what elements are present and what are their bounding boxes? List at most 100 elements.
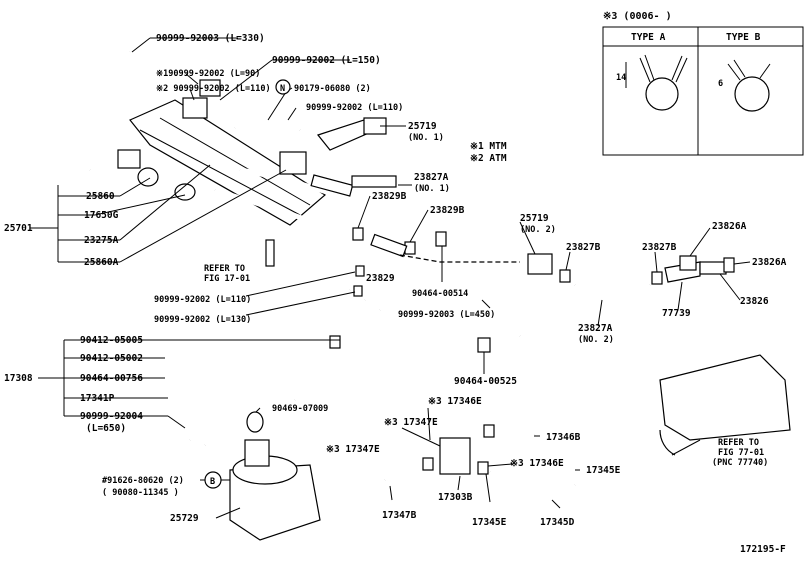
label-90999-92003-450: 90999-92003 (L=450) <box>398 310 495 320</box>
label-90999-92004: 90999-92004 <box>80 411 143 422</box>
label-90999-92002-110a: ※2 90999-92002 (L=110) <box>156 84 271 94</box>
clamp-23827b-2 <box>651 271 663 285</box>
valve-25719-no2 <box>527 253 553 275</box>
vsv-2 <box>199 79 221 97</box>
label-90999-92002-90: ※190999-92002 (L=90) <box>156 69 260 79</box>
label-17346e-a: ※3 17346E <box>428 396 482 407</box>
label-25719-no2-sub: (NO. 2) <box>520 225 556 235</box>
label-23826a-r: 23826A <box>752 257 787 268</box>
label-17341p: 17341P <box>80 393 115 404</box>
label-23827a-no2: 23827A <box>578 323 613 334</box>
label-17308: 17308 <box>4 373 33 384</box>
vsv-3 <box>279 151 307 175</box>
type-b-clamp-icon <box>734 76 770 112</box>
label-90999-92002-110b: 90999-92002 (L=110) <box>306 103 403 113</box>
refer-77-01-line2: FIG 77-01 <box>718 448 764 458</box>
note-atm: ※2 ATM <box>470 153 507 164</box>
label-90412-05002: 90412-05002 <box>80 353 143 364</box>
sensor-25860 <box>137 167 159 187</box>
label-25701: 25701 <box>4 223 33 234</box>
label-23826a: 23826A <box>712 221 747 232</box>
diagram-id: 172195-F <box>740 544 786 555</box>
hose-23827a-no1 <box>310 174 354 197</box>
clamp-23827b-1 <box>559 269 571 283</box>
label-17346b: 17346B <box>546 432 581 443</box>
callout-n-circle <box>275 79 291 95</box>
label-17346e-b: ※3 17346E <box>510 458 564 469</box>
label-90080-11345: ( 90080-11345 ) <box>102 488 179 498</box>
type-a-label: TYPE A <box>631 32 666 43</box>
label-23826: 23826 <box>740 296 769 307</box>
valve-17303b <box>439 437 471 475</box>
label-17650g: 17650G <box>84 210 119 221</box>
label-25860: 25860 <box>86 191 115 202</box>
refer-77-01-line3: (PNC 77740) <box>712 458 768 468</box>
label-90412-05005: 90412-05005 <box>80 335 143 346</box>
label-25729: 25729 <box>170 513 199 524</box>
label-90999-92002-150: 90999-92002 (L=150) <box>272 55 381 66</box>
label-90469-07009: 90469-07009 <box>272 404 328 414</box>
label-17345e-b: 17345E <box>472 517 507 528</box>
label-23829b-a: 23829B <box>372 191 407 202</box>
main-assembly <box>55 48 791 541</box>
label-17345d: 17345D <box>540 517 575 528</box>
clamp-23826a <box>723 257 735 273</box>
label-90999-92003-330: 90999-92003 (L=330) <box>156 33 265 44</box>
label-17345e-a: 17345E <box>586 465 621 476</box>
vsv-4 <box>117 149 141 169</box>
gasket-90469-07009 <box>246 411 264 433</box>
label-23275a: 23275A <box>84 235 119 246</box>
label-90464-00756: 90464-00756 <box>80 373 143 384</box>
label-25719-no2: 25719 <box>520 213 549 224</box>
label-90999-92002-130: 90999-92002 (L=130) <box>154 315 251 325</box>
label-23827a-no2-sub: (NO. 2) <box>578 335 614 345</box>
note-mtm: ※1 MTM <box>470 141 507 152</box>
label-23829: 23829 <box>366 273 395 284</box>
part-labels: 90999-92003 (L=330) 90999-92002 (L=150) … <box>4 33 787 555</box>
label-90464-00514: 90464-00514 <box>412 289 468 299</box>
label-91626-80620: #91626-80620 (2) <box>102 476 184 486</box>
label-90999-92002-110c: 90999-92002 (L=110) <box>154 295 251 305</box>
callout-n: N <box>280 84 285 94</box>
type-a-clamp-icon <box>645 77 679 111</box>
label-90464-00525: 90464-00525 <box>454 376 517 387</box>
label-23829b-b: 23829B <box>430 205 465 216</box>
label-25860a: 25860A <box>84 257 119 268</box>
clamp-90464-00514 <box>435 231 447 247</box>
callout-b-circle <box>204 471 222 489</box>
type-b-dim: 6 <box>718 79 723 89</box>
vsv-1 <box>182 97 208 119</box>
charcoal-canister-77740 <box>659 354 791 441</box>
label-90179-06080: 90179-06080 (2) <box>294 84 371 94</box>
label-17347e-a: ※3 17347E <box>384 417 438 428</box>
label-90999-92004-sub: (L=650) <box>86 423 126 434</box>
refer-17-01-line1: REFER TO <box>204 264 245 274</box>
type-box: ※3 (0006- ) TYPE A TYPE B 14 6 <box>602 11 804 156</box>
label-23827b-a: 23827B <box>566 242 601 253</box>
dashed-connection <box>399 254 520 263</box>
label-25719-no1-sub: (NO. 1) <box>408 133 444 143</box>
hose-23826 <box>699 261 727 275</box>
leader-lines <box>30 37 751 519</box>
refer-17-01-line2: FIG 17-01 <box>204 274 250 284</box>
refer-77-01-line1: REFER TO <box>718 438 759 448</box>
label-23827b-b: 23827B <box>642 242 677 253</box>
clamp-23829b-1 <box>352 227 364 241</box>
label-17347b: 17347B <box>382 510 417 521</box>
label-23827a-no1: 23827A <box>414 172 449 183</box>
hose-23829 <box>370 233 408 258</box>
type-a-dim: 14 <box>616 73 626 83</box>
clamp-90464-00525 <box>477 337 491 353</box>
label-77739: 77739 <box>662 308 691 319</box>
label-23827a-no1-sub: (NO. 1) <box>414 184 450 194</box>
type-box-frame <box>602 26 804 156</box>
type-b-label: TYPE B <box>726 32 761 43</box>
bracket-25701 <box>129 99 327 226</box>
callout-b: B <box>210 477 215 487</box>
type-box-title: ※3 (0006- ) <box>603 11 672 22</box>
label-17347e-b: ※3 17347E <box>326 444 380 455</box>
refer-17-01-part <box>265 239 275 267</box>
label-17303b: 17303B <box>438 492 473 503</box>
